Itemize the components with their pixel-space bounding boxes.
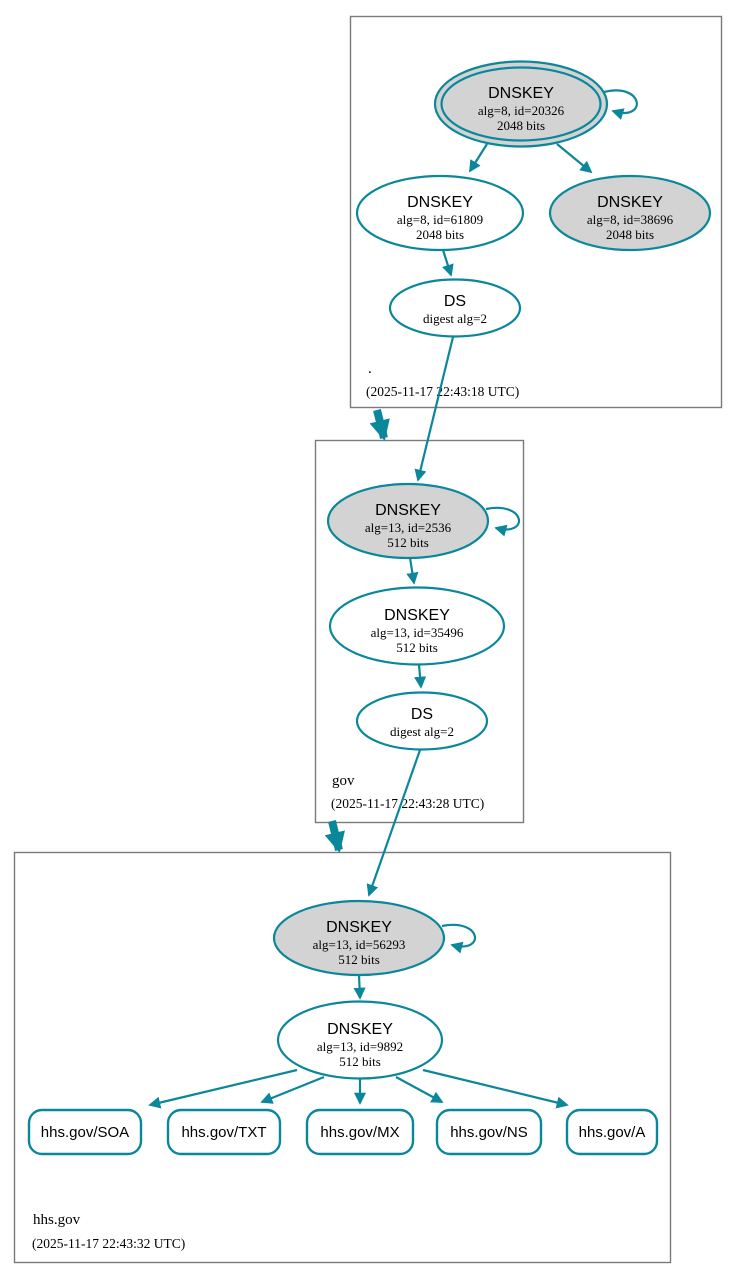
zone-gov-timestamp: (2025-11-17 22:43:28 UTC) bbox=[331, 796, 484, 811]
delegation-arrow-gov-to-hhs bbox=[324, 820, 345, 854]
dnskey-detail: alg=8, id=61809 bbox=[397, 212, 483, 227]
dnskey-title: DNSKEY bbox=[375, 502, 441, 519]
rrsig-arrow-ksk-to-zsk bbox=[406, 557, 419, 585]
rrsig-arrow-zsk-to-soa bbox=[148, 1068, 298, 1109]
zone-root-timestamp: (2025-11-17 22:43:18 UTC) bbox=[366, 384, 519, 399]
dnskey-detail: alg=8, id=38696 bbox=[587, 212, 674, 227]
ds-ellipse bbox=[355, 691, 489, 751]
rrset-node-a[interactable]: hhs.gov/A bbox=[565, 1108, 659, 1156]
dnskey-ellipse bbox=[548, 174, 712, 252]
ds-ellipse bbox=[388, 278, 522, 338]
self-sign-arrow-root bbox=[603, 89, 638, 120]
zone-hhs-name: hhs.gov bbox=[33, 1212, 81, 1228]
rrset-label: hhs.gov/SOA bbox=[41, 1124, 129, 1141]
rrset-node-ns[interactable]: hhs.gov/NS bbox=[435, 1108, 543, 1156]
ds-arrow-root-to-gov-ksk bbox=[414, 336, 455, 482]
rrset-node-mx[interactable]: hhs.gov/MX bbox=[305, 1108, 415, 1156]
dnskey-title: DNSKEY bbox=[407, 194, 473, 211]
dnskey-bits: 2048 bits bbox=[606, 227, 654, 242]
ds-node-gov[interactable]: DS digest alg=2 bbox=[355, 691, 489, 751]
rrset-label: hhs.gov/TXT bbox=[181, 1124, 266, 1141]
dnskey-title: DNSKEY bbox=[597, 194, 663, 211]
ds-detail: digest alg=2 bbox=[423, 311, 487, 326]
rrset-node-soa[interactable]: hhs.gov/SOA bbox=[27, 1108, 143, 1156]
self-sign-arrow-hhs bbox=[441, 923, 477, 954]
dnskey-bits: 2048 bits bbox=[416, 227, 464, 242]
dnskey-node-root-zsk[interactable]: DNSKEY alg=8, id=61809 2048 bits bbox=[355, 174, 525, 252]
rrset-label: hhs.gov/A bbox=[579, 1124, 646, 1141]
zone-root-box bbox=[349, 15, 723, 409]
ds-detail: digest alg=2 bbox=[390, 724, 454, 739]
rrsig-arrow-zsk-to-txt bbox=[260, 1075, 325, 1104]
rrsig-arrow-zsk-to-ds bbox=[414, 664, 427, 689]
dnskey-bits: 2048 bits bbox=[497, 118, 545, 133]
rrsig-arrow-ksk-to-zsk bbox=[353, 974, 366, 1000]
zone-root: . (2025-11-17 22:43:18 UTC) DNSKEY alg=8… bbox=[349, 15, 723, 409]
dnskey-ellipse bbox=[326, 482, 490, 560]
ds-node-root[interactable]: DS digest alg=2 bbox=[388, 278, 522, 338]
zone-gov-box bbox=[314, 439, 525, 824]
dnskey-bits: 512 bits bbox=[338, 952, 380, 967]
dnskey-title: DNSKEY bbox=[326, 919, 392, 936]
dnskey-detail: alg=13, id=9892 bbox=[317, 1039, 403, 1054]
rrset-rect bbox=[27, 1108, 143, 1156]
dnskey-node-hhs-zsk[interactable]: DNSKEY alg=13, id=9892 512 bits bbox=[276, 1000, 444, 1080]
dnskey-ellipse bbox=[355, 174, 525, 252]
delegation-arrow-root-to-gov bbox=[369, 409, 390, 442]
rrset-label: hhs.gov/NS bbox=[450, 1124, 528, 1141]
dnskey-detail: alg=13, id=35496 bbox=[371, 625, 464, 640]
rrset-rect bbox=[305, 1108, 415, 1156]
rrsig-arrow-ksk-to-key2 bbox=[556, 143, 593, 174]
ds-title: DS bbox=[444, 293, 466, 310]
dnskey-detail: alg=13, id=56293 bbox=[313, 937, 406, 952]
dnskey-node-root-ksk[interactable]: DNSKEY alg=8, id=20326 2048 bits bbox=[433, 60, 609, 148]
dnskey-node-root-key2[interactable]: DNSKEY alg=8, id=38696 2048 bits bbox=[548, 174, 712, 252]
rrset-rect bbox=[435, 1108, 543, 1156]
dnskey-node-gov-ksk[interactable]: DNSKEY alg=13, id=2536 512 bits bbox=[326, 482, 490, 560]
rrsig-arrow-zsk-to-ds bbox=[441, 249, 454, 277]
dnskey-node-gov-zsk[interactable]: DNSKEY alg=13, id=35496 512 bits bbox=[328, 586, 506, 666]
rrset-label: hhs.gov/MX bbox=[320, 1124, 399, 1141]
zone-hhs-timestamp: (2025-11-17 22:43:32 UTC) bbox=[32, 1236, 185, 1251]
dnskey-title: DNSKEY bbox=[384, 607, 450, 624]
dnskey-title: DNSKEY bbox=[327, 1021, 393, 1038]
rrsig-arrow-zsk-to-ns bbox=[395, 1076, 444, 1103]
ds-arrow-gov-to-hhs-ksk bbox=[366, 749, 422, 897]
dnskey-ellipse-inner bbox=[440, 66, 602, 142]
dnskey-bits: 512 bits bbox=[387, 535, 429, 550]
zone-root-name: . bbox=[368, 361, 372, 377]
dnskey-ellipse bbox=[276, 1000, 444, 1080]
dnskey-bits: 512 bits bbox=[396, 640, 438, 655]
zone-gov: gov (2025-11-17 22:43:28 UTC) DNSKEY alg… bbox=[314, 439, 525, 824]
zone-hhs-gov: hhs.gov (2025-11-17 22:43:32 UTC) DNSKEY… bbox=[13, 851, 672, 1264]
dnskey-bits: 512 bits bbox=[339, 1054, 381, 1069]
ds-title: DS bbox=[411, 706, 433, 723]
rrsig-arrow-ksk-to-zsk bbox=[469, 143, 488, 173]
self-sign-arrow-gov bbox=[485, 506, 521, 537]
dnskey-detail: alg=8, id=20326 bbox=[478, 103, 565, 118]
rrsig-arrow-zsk-to-a bbox=[422, 1068, 569, 1109]
zone-gov-name: gov bbox=[332, 773, 355, 789]
dnskey-title: DNSKEY bbox=[488, 85, 554, 102]
dnskey-ellipse bbox=[328, 586, 506, 666]
rrset-rect bbox=[565, 1108, 659, 1156]
dnskey-node-hhs-ksk[interactable]: DNSKEY alg=13, id=56293 512 bits bbox=[272, 899, 446, 977]
rrset-node-txt[interactable]: hhs.gov/TXT bbox=[166, 1108, 282, 1156]
dnskey-detail: alg=13, id=2536 bbox=[365, 520, 452, 535]
rrset-rect bbox=[166, 1108, 282, 1156]
